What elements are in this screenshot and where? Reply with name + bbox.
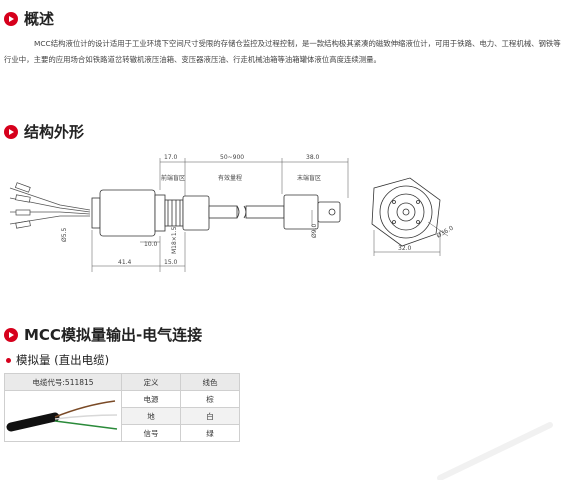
play-circle-icon [4,124,18,139]
decorative-streak [437,422,553,480]
play-circle-icon [4,327,18,342]
row-color: 白 [180,407,240,425]
dim-phi9: Ø9.0 [311,224,318,238]
dim-32: 32.0 [398,245,412,252]
row-def: 信号 [121,424,181,442]
dim-41: 41.4 [118,259,132,266]
dim-phi55: Ø5.5 [61,228,68,242]
row-def: 地 [121,407,181,425]
dim-range: 50~900 [220,154,244,161]
analog-subtitle: 模拟量 (直出电缆) [6,352,109,368]
analog-subtitle-text: 模拟量 (直出电缆) [16,353,110,367]
col-def-header: 定义 [121,373,181,391]
play-circle-icon [4,11,18,26]
dim-10: 10.0 [144,241,158,248]
row-color: 绿 [180,424,240,442]
probe-tube [208,194,341,230]
end-blind-zone: 末端盲区 [297,174,321,182]
dim-thread: M18×1.5 [171,226,178,254]
overview-description: MCC结构液位计的设计适用于工业环境下空间尺寸受限的存储仓监控及过程控制，是一款… [4,39,561,64]
dim-15: 15.0 [164,259,178,266]
dot-icon [6,357,11,363]
end-view [371,177,441,247]
wire-table: 电缆代号:511815 定义 线色 电源 棕 地 白 信号 绿 [4,373,240,442]
row-def: 电源 [121,390,181,408]
dim-38: 38.0 [306,154,320,161]
cable-code-cell: 电缆代号:511815 [4,373,122,391]
wire-leads [9,187,91,225]
cable-icon [6,400,118,432]
sensor-head [91,189,210,237]
electrical-title: MCC模拟量输出-电气连接 [24,326,203,344]
overview-heading: 概述 [4,8,54,29]
effective-range: 有效量程 [218,174,242,182]
structure-drawing: 17.0 50~900 38.0 前端盲区 有效量程 末端盲区 41.4 10.… [9,154,455,272]
row-color: 棕 [180,390,240,408]
front-blind-zone: 前端盲区 [161,174,185,182]
dim-phi36: Ø36.0 [436,225,455,240]
structure-title: 结构外形 [24,123,85,141]
cable-image [4,390,122,442]
structure-heading: 结构外形 [4,121,84,142]
overview-title: 概述 [24,10,55,28]
dim-17: 17.0 [164,154,178,161]
electrical-heading: MCC模拟量输出-电气连接 [4,324,202,345]
col-color-header: 线色 [180,373,240,391]
